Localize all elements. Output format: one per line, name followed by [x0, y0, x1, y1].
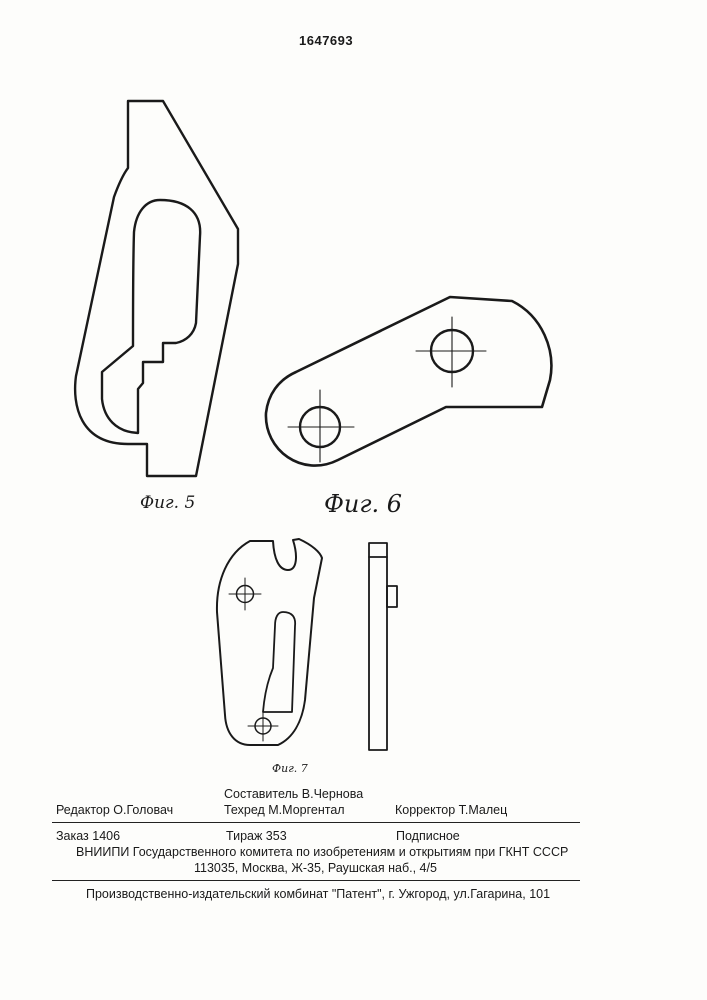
subscription-note: Подписное	[396, 829, 460, 843]
fig6-outer-contour	[266, 297, 551, 466]
order-number: Заказ 1406	[56, 829, 120, 843]
fig5-outer-contour	[75, 101, 238, 476]
figure-7-caption: Фиг. 7	[272, 762, 308, 775]
figure-6-caption: Фиг. 6	[324, 490, 402, 518]
fig7-inner-slot	[263, 612, 295, 712]
separator-rule-1	[52, 822, 580, 823]
organization-line: ВНИИПИ Государственного комитета по изоб…	[76, 845, 568, 859]
publisher-line: Производственно-издательский комбинат "П…	[86, 887, 550, 901]
figure-5-caption: Фиг. 5	[140, 493, 195, 513]
figure-7-side-view	[369, 543, 397, 750]
editor-credit: Редактор О.Головач	[56, 803, 173, 817]
techred-credit: Техред М.Моргентал	[224, 803, 345, 817]
circulation: Тираж 353	[226, 829, 287, 843]
fig5-inner-slot	[102, 200, 200, 433]
fig7-outer-contour	[217, 539, 322, 745]
organization-address: 113035, Москва, Ж-35, Раушская наб., 4/5	[194, 861, 437, 875]
figure-7-front-view	[217, 539, 322, 745]
corrector-credit: Корректор Т.Малец	[395, 803, 507, 817]
separator-rule-2	[52, 880, 580, 881]
figure-5-drawing	[75, 101, 238, 476]
figure-6-drawing	[266, 297, 551, 466]
compiler-credit: Составитель В.Чернова	[224, 787, 363, 801]
